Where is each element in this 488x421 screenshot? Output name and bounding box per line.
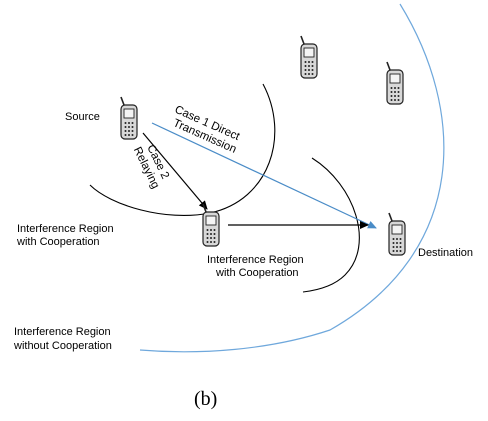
region-nocoop-label-line2: without Cooperation	[13, 340, 112, 352]
region-nocoop-label-line1: Interference Region	[14, 326, 111, 338]
region-cooperation-relay-boundary	[302, 157, 360, 293]
bystander-phone-icon	[300, 35, 318, 79]
region-coop-relay-label-line2: with Cooperation	[215, 267, 299, 279]
figure-caption: (b)	[194, 388, 217, 410]
region-coop-source-label-line1: Interference Region	[17, 223, 114, 235]
case2-label: Case 2 Relaying	[131, 143, 171, 191]
region-cooperation-source-boundary	[89, 83, 276, 216]
destination-label: Destination	[418, 247, 473, 259]
relaying-link-first-hop	[142, 132, 208, 210]
region-no-cooperation-boundary	[139, 3, 445, 353]
relay-phone-icon	[202, 203, 220, 247]
source-phone-icon	[120, 96, 138, 140]
source-label: Source	[65, 111, 100, 123]
destination-phone-icon	[388, 212, 406, 256]
direct-transmission-link	[151, 122, 377, 229]
region-coop-relay-label-line1: Interference Region	[207, 254, 304, 266]
bystander-phone-icon	[386, 61, 404, 105]
region-coop-source-label-line2: with Cooperation	[16, 236, 100, 248]
